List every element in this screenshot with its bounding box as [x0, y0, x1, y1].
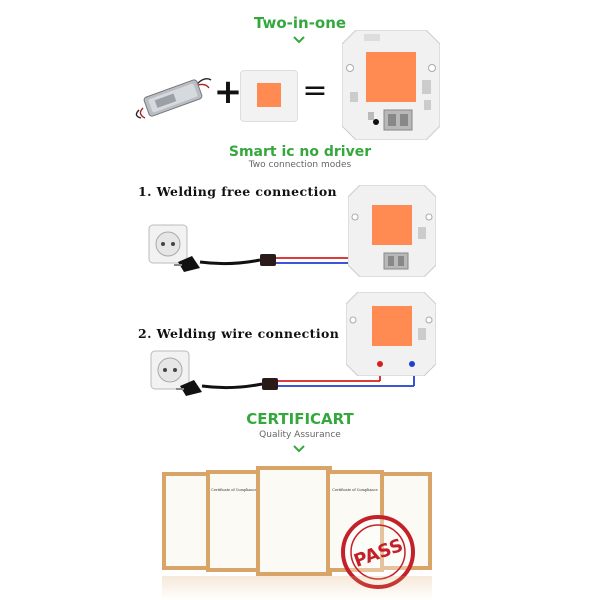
led-cob-module-soldered [346, 292, 436, 376]
mode-1-label: 1. Welding free connection [138, 184, 338, 199]
certificate-frame: Certificate of Compliance [206, 470, 262, 572]
led-chip-small [240, 70, 298, 122]
equals-sign: = [302, 73, 328, 108]
two-in-one-title: Two-in-one [253, 14, 347, 32]
plus-sign: + [213, 72, 243, 112]
led-cob-module-large [342, 30, 440, 140]
certificate-reflection [162, 576, 432, 600]
certificate-heading: Certificate of Compliance [211, 488, 257, 492]
driver-module-image [135, 77, 212, 119]
quality-assurance-subtitle: Quality Assurance [259, 430, 341, 440]
certificate-heading: Certificate of Compliance [332, 488, 378, 492]
mode-2-label: 2. Welding wire connection [138, 326, 340, 341]
pass-stamp: PASS [341, 515, 415, 589]
smart-ic-title: Smart ic no driver [228, 144, 372, 160]
certificate-frame [162, 472, 212, 570]
led-emitter-square [257, 83, 281, 107]
certificate-frame: Certificate of Compliance [326, 470, 384, 572]
wall-socket-image [150, 350, 190, 390]
smart-ic-subtitle: Two connection modes [248, 160, 352, 170]
wall-socket-image [148, 224, 188, 264]
certificate-frame [256, 466, 332, 576]
led-cob-module-terminal [348, 185, 436, 277]
chevron-down-icon [293, 445, 305, 453]
chevron-down-icon [293, 36, 305, 44]
certificart-title: CERTIFICART [246, 410, 354, 428]
